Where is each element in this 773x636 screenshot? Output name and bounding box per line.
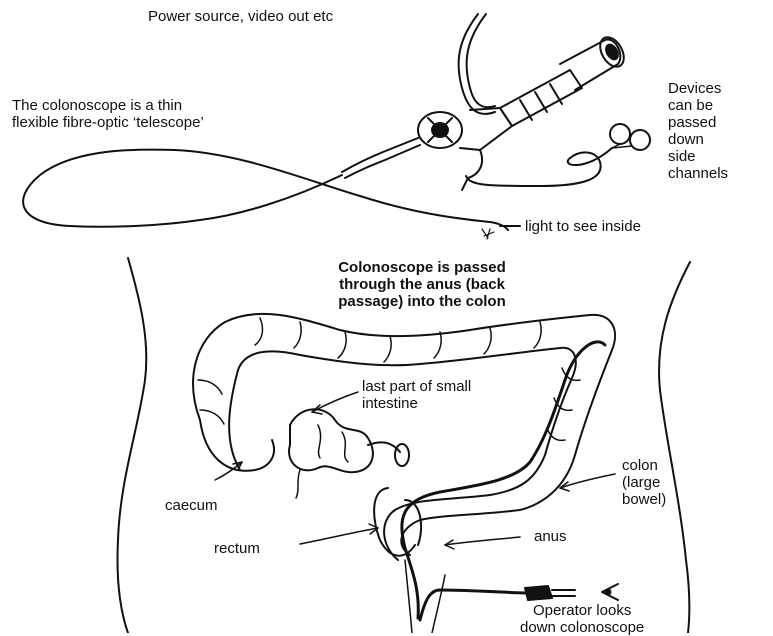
- colon-drawing: [193, 314, 618, 633]
- label-passage-title: Colonoscope is passed through the anus (…: [262, 259, 582, 310]
- label-rectum: rectum: [214, 540, 260, 557]
- label-operator: Operator looks down colonoscope: [520, 602, 644, 636]
- label-colon: colon (large bowel): [622, 457, 666, 508]
- label-scope-description: The colonoscope is a thin flexible fibre…: [12, 97, 204, 131]
- pointer-arrows: [215, 392, 615, 549]
- label-power-source: Power source, video out etc: [148, 8, 333, 25]
- label-anus: anus: [534, 528, 567, 545]
- label-small-intestine: last part of small intestine: [362, 378, 471, 412]
- label-light: light to see inside: [525, 218, 641, 235]
- label-caecum: caecum: [165, 497, 218, 514]
- label-devices: Devices can be passed down side channels: [668, 80, 728, 182]
- abdomen-outline: [117, 258, 690, 633]
